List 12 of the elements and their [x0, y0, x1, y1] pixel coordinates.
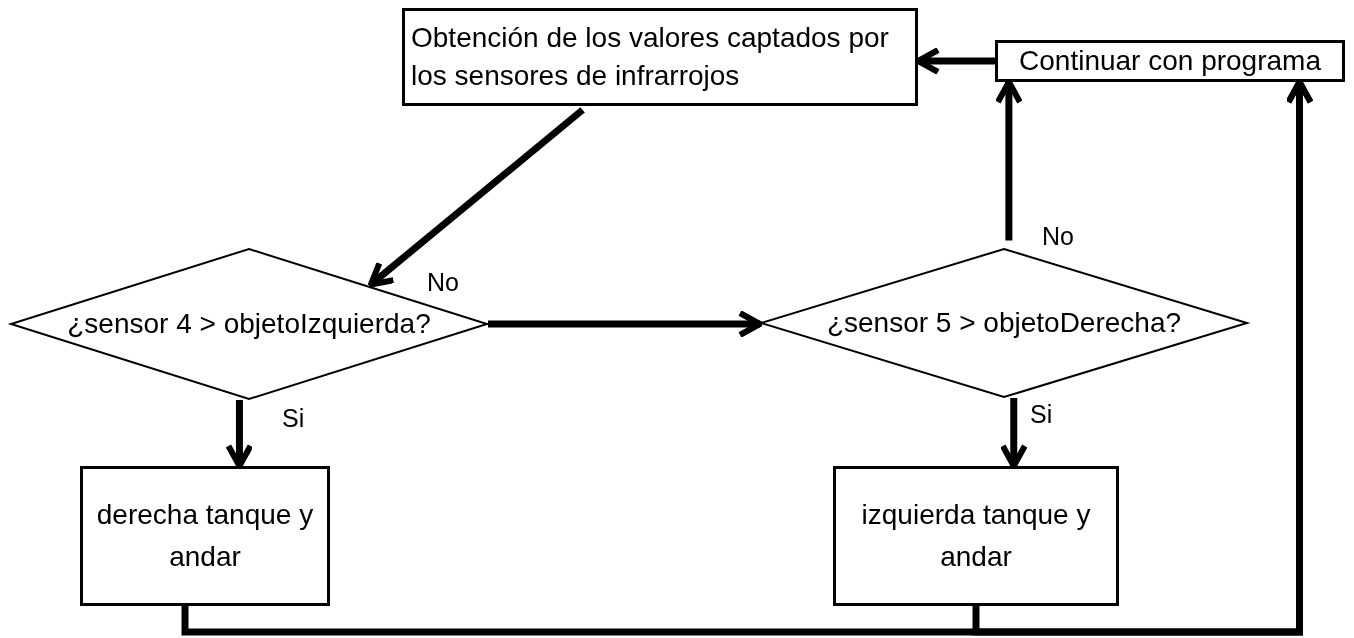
process-box: [402, 8, 918, 106]
node-text: izquierda tanque y andar: [860, 498, 1092, 574]
process-box: [833, 466, 1119, 606]
arrow: [488, 310, 763, 338]
arrow: [367, 107, 585, 288]
node-text: ¿sensor 4 > objetoIzquierda?: [67, 307, 431, 341]
process-box: [80, 466, 330, 606]
node-text: Continuar con programa: [1019, 44, 1321, 78]
process-box: [995, 40, 1345, 82]
node-text: derecha tanque y andar: [95, 498, 315, 574]
node-text: Obtención de los valores captados por los sensores de infrarrojos: [411, 21, 890, 93]
node-text: ¿sensor 5 > objetoDerecha?: [826, 306, 1182, 340]
